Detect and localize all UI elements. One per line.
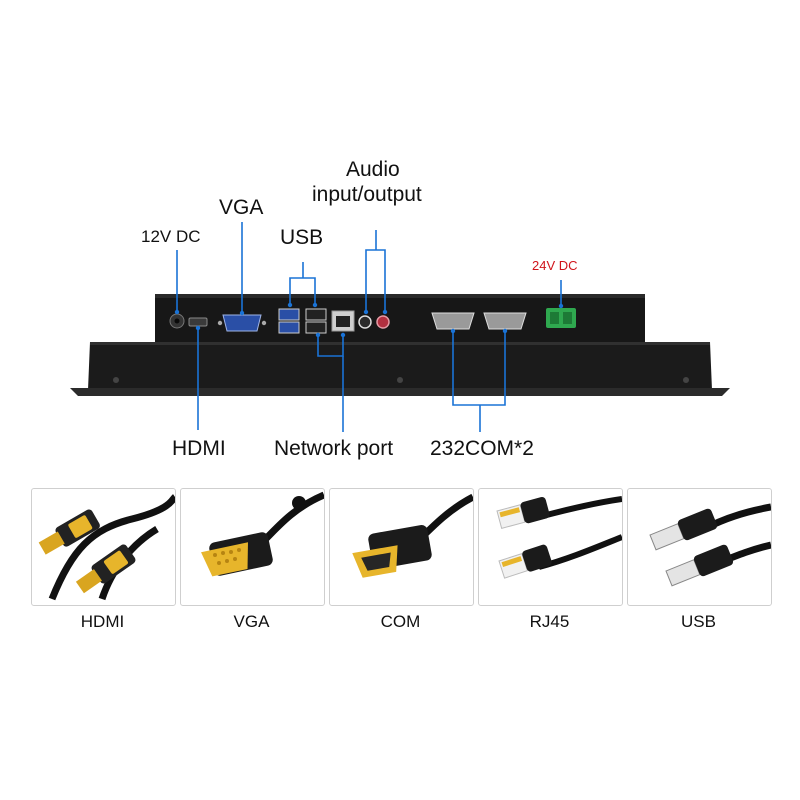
leader-lines <box>176 222 562 432</box>
com-ports <box>431 312 527 330</box>
audio-label-line1: Audio <box>346 158 400 181</box>
dc24-label: 24V DC <box>532 258 578 273</box>
hdmi-port <box>188 317 208 327</box>
cable-caption-vga: VGA <box>233 612 270 631</box>
vga-label: VGA <box>219 196 264 219</box>
audio-label-line2: input/output <box>312 183 422 206</box>
cable-caption-com: COM <box>380 612 421 631</box>
cable-card-usb <box>627 488 772 606</box>
chassis <box>70 294 730 396</box>
cable-card-com <box>329 488 474 606</box>
rj45-port <box>331 310 355 332</box>
audio-jacks <box>358 315 390 329</box>
cable-caption-rj45: RJ45 <box>529 612 570 631</box>
cable-card-hdmi <box>31 488 176 606</box>
cable-card-rj45 <box>478 488 623 606</box>
dc24-terminal <box>546 308 576 328</box>
network-port-label: Network port <box>274 437 394 460</box>
usb-cable-icon <box>649 503 771 587</box>
rj45-cable-icon <box>496 496 622 579</box>
leader-dots <box>174 302 564 338</box>
dc12-label: 12V DC <box>141 227 201 246</box>
hdmi-cable-icon <box>38 494 175 601</box>
panel-pc-port-diagram <box>70 222 730 432</box>
usb-ports <box>278 308 327 334</box>
cable-card-vga <box>180 488 325 606</box>
com-cable-icon <box>352 493 473 578</box>
usb-label: USB <box>280 226 324 249</box>
cable-caption-usb: USB <box>681 612 716 631</box>
dc12-jack <box>169 313 185 329</box>
vga-port <box>217 314 267 332</box>
hdmi-label: HDMI <box>172 437 226 460</box>
com-label: 232COM*2 <box>430 437 534 460</box>
vga-cable-icon <box>201 491 324 577</box>
cable-caption-hdmi: HDMI <box>80 612 125 631</box>
